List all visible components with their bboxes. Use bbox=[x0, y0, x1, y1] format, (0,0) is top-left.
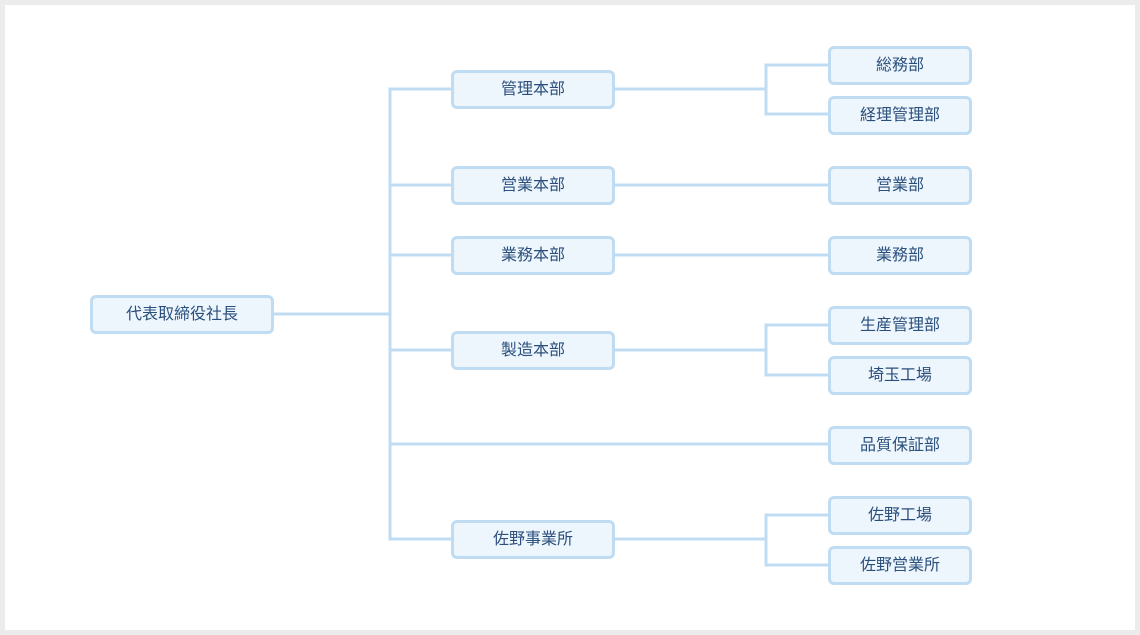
node-dept-somu: 総務部 bbox=[828, 46, 972, 85]
node-dept-keiri-kanri: 経理管理部 bbox=[828, 96, 972, 135]
node-dept-eigyo: 営業部 bbox=[828, 166, 972, 205]
node-division-seizo: 製造本部 bbox=[451, 331, 615, 370]
node-division-sano: 佐野事業所 bbox=[451, 520, 615, 559]
node-dept-saitama-kojo: 埼玉工場 bbox=[828, 356, 972, 395]
node-division-eigyo: 営業本部 bbox=[451, 166, 615, 205]
node-division-kanri: 管理本部 bbox=[451, 70, 615, 109]
node-division-gyomu: 業務本部 bbox=[451, 236, 615, 275]
node-dept-gyomu: 業務部 bbox=[828, 236, 972, 275]
node-ceo: 代表取締役社長 bbox=[90, 295, 274, 334]
node-dept-hinshitsu-hosho: 品質保証部 bbox=[828, 426, 972, 465]
node-dept-sano-kojo: 佐野工場 bbox=[828, 496, 972, 535]
node-dept-seisan-kanri: 生産管理部 bbox=[828, 306, 972, 345]
node-dept-sano-eigyosho: 佐野営業所 bbox=[828, 546, 972, 585]
